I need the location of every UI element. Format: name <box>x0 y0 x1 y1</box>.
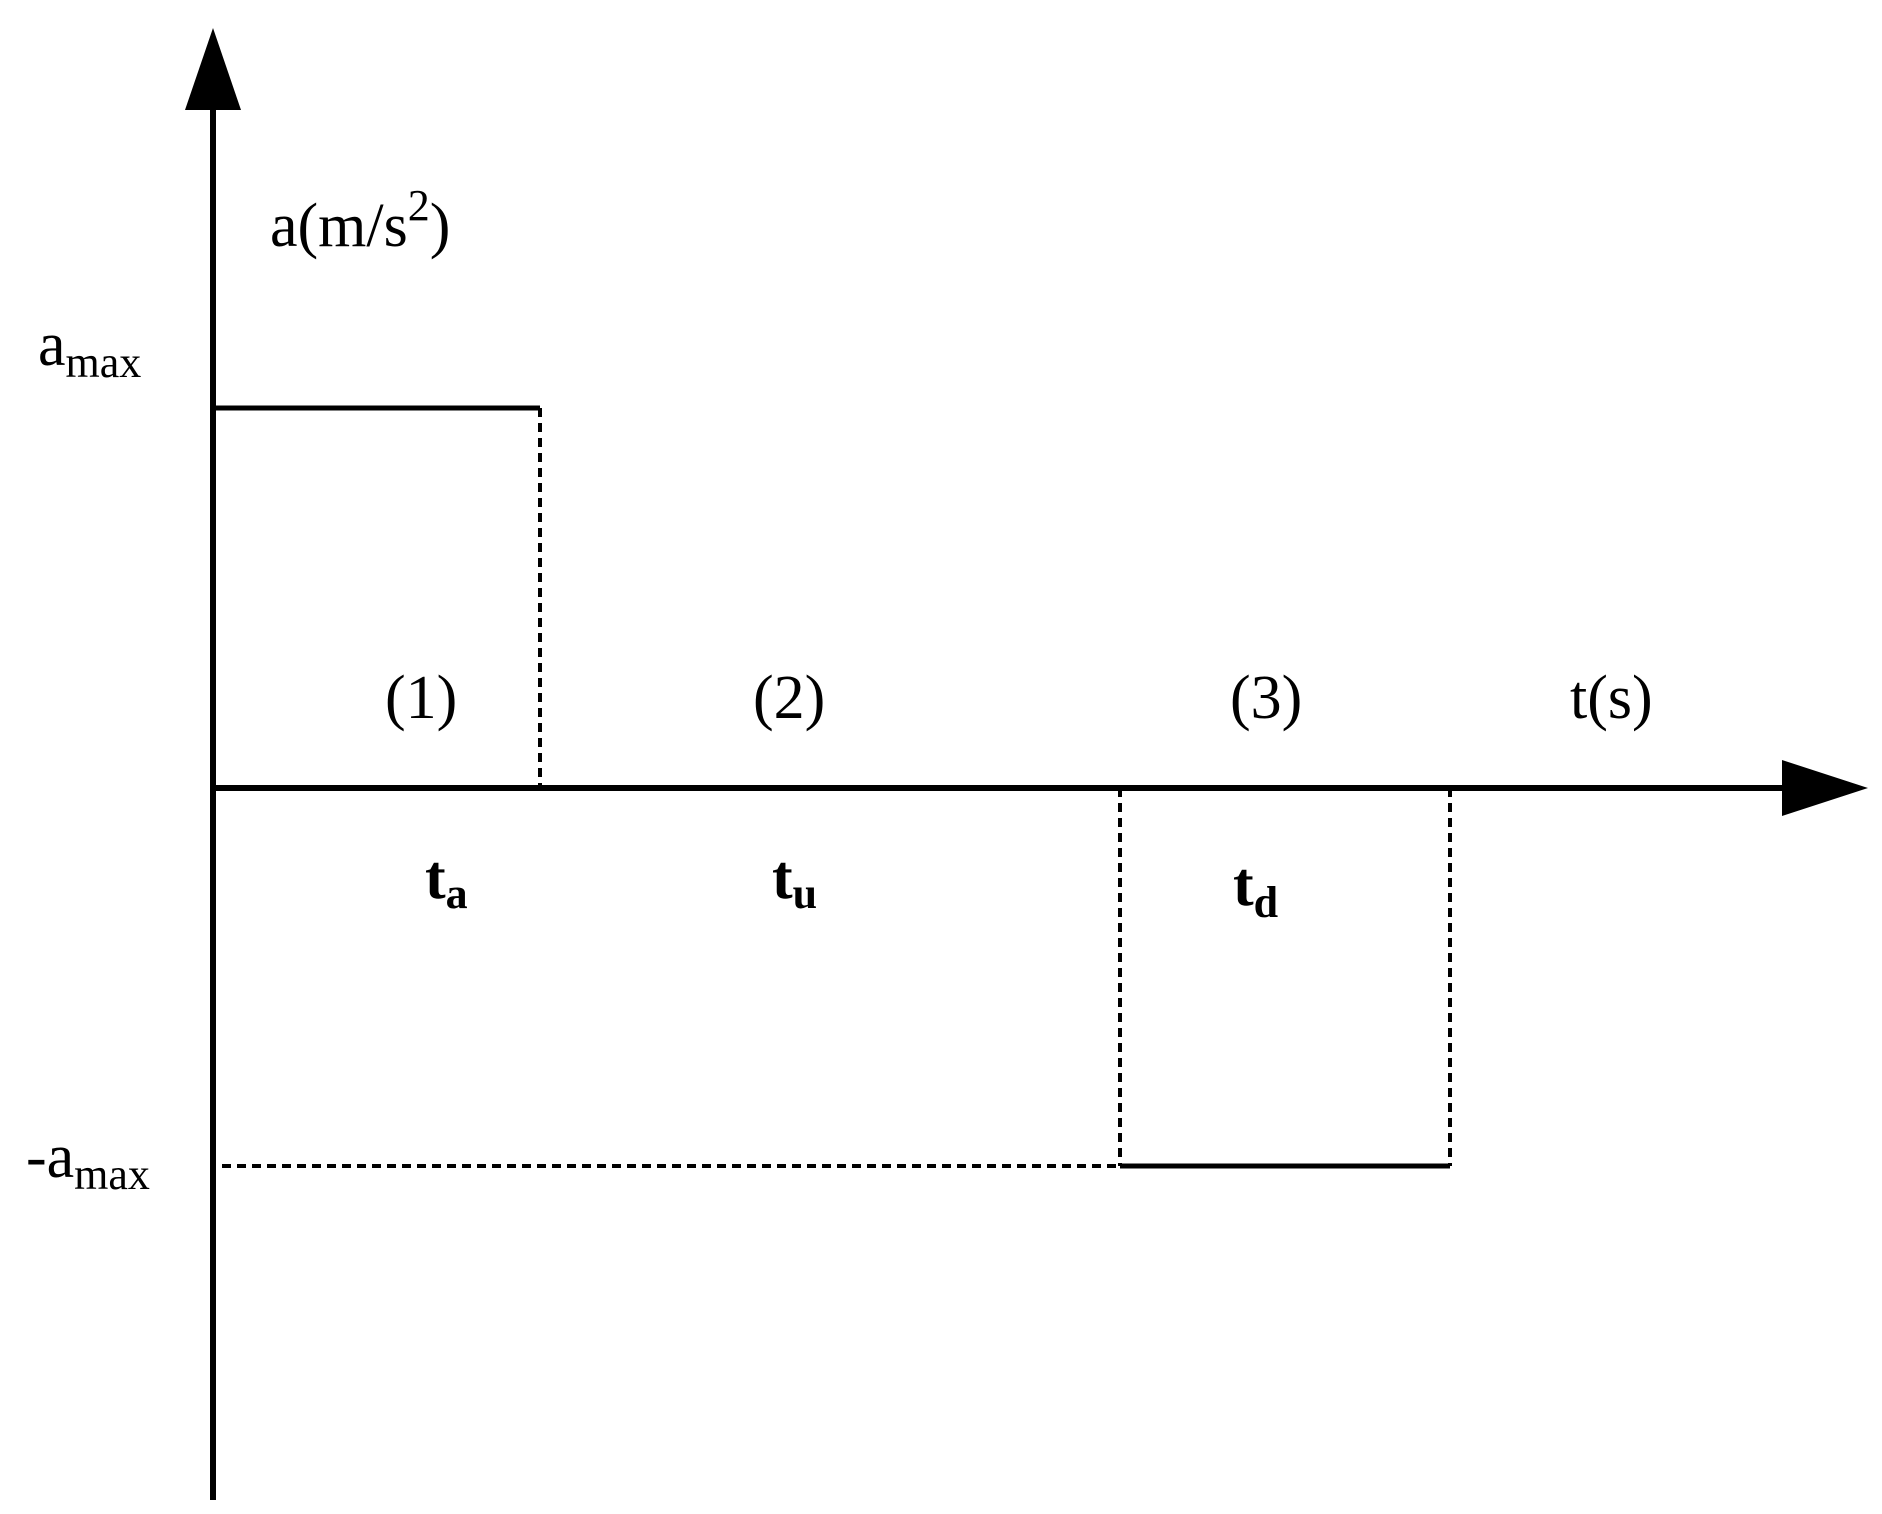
neg-amax-label-subscript: max <box>74 1150 150 1199</box>
phase-1-time-label: ta <box>425 844 468 918</box>
neg-amax-label: -amax <box>26 1123 150 1199</box>
y-axis-label-close: ) <box>430 192 451 260</box>
phase-1-time-subscript: a <box>446 869 468 918</box>
phase-3-time-subscript: d <box>1254 878 1278 927</box>
x-axis-arrowhead <box>1782 760 1868 816</box>
y-axis-label-superscript: 2 <box>408 181 430 230</box>
phase-3-number: (3) <box>1230 664 1302 732</box>
phase-2-time-main: t <box>772 844 793 912</box>
phase-3-time-main: t <box>1233 851 1254 919</box>
amax-label-subscript: max <box>66 338 142 387</box>
amax-label-main: a <box>38 311 66 379</box>
phase-1-time-main: t <box>425 844 446 912</box>
y-axis-label: a(m/s2) <box>270 181 450 260</box>
phase-3-time-label: td <box>1233 851 1278 927</box>
phase-2-time-label: tu <box>772 844 817 918</box>
x-axis-label: t(s) <box>1570 664 1653 732</box>
phase-2-time-subscript: u <box>793 869 817 918</box>
amax-label: amax <box>38 311 141 387</box>
phase-1-number: (1) <box>385 664 457 732</box>
phase-2-number: (2) <box>753 664 825 732</box>
y-axis-label-main: a(m/s <box>270 192 408 260</box>
neg-amax-label-main: -a <box>26 1123 74 1191</box>
y-axis-arrowhead <box>185 28 241 110</box>
